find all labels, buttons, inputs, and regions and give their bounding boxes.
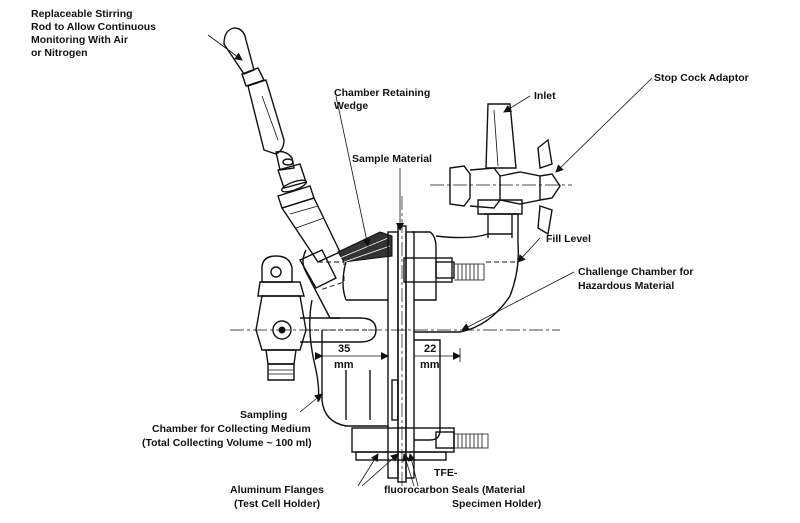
retaining-wedge-drawing: [337, 231, 393, 263]
label-tfe-1: TFE-: [434, 467, 458, 479]
label-stirring-rod-1: Replaceable Stirring: [31, 8, 133, 20]
label-collecting-chamber-2: (Total Collecting Volume ~ 100 ml): [142, 437, 312, 449]
bolts-drawing: [351, 257, 489, 461]
label-inlet: Inlet: [534, 90, 556, 102]
label-stop-cock: Stop Cock Adaptor: [654, 72, 749, 84]
dim-left-value: 35: [338, 343, 350, 355]
label-stirring-rod-4: or Nitrogen: [31, 47, 88, 59]
label-challenge-chamber-2: Hazardous Material: [578, 280, 674, 292]
label-tfe-2: fluorocarbon Seals (Material: [384, 484, 525, 496]
label-retaining-wedge-1: Chamber Retaining: [334, 87, 430, 99]
challenge-chamber-drawing: [414, 199, 523, 333]
stirring-rod-drawing: [223, 27, 315, 209]
label-stirring-rod-2: Rod to Allow Continuous: [31, 21, 156, 33]
dim-right-value: 22: [424, 343, 436, 355]
apparatus-drawing: [223, 27, 572, 492]
label-sample-material: Sample Material: [352, 153, 432, 165]
label-aluminum-flanges-2: (Test Cell Holder): [234, 498, 320, 510]
label-retaining-wedge-2: Wedge: [334, 100, 368, 112]
label-collecting-chamber-1: Chamber for Collecting Medium: [152, 423, 311, 435]
label-aluminum-flanges-1: Aluminum Flanges: [230, 484, 324, 496]
dim-left-unit: mm: [334, 359, 354, 371]
dimension-lines: [315, 348, 461, 362]
label-fill-level: Fill Level: [546, 233, 591, 245]
leader-lines: [207, 34, 653, 487]
angled-tube-drawing: [280, 197, 345, 319]
label-challenge-chamber-1: Challenge Chamber for: [578, 266, 694, 278]
label-tfe-3: Specimen Holder): [452, 498, 541, 510]
dim-right-unit: mm: [420, 359, 440, 371]
label-stirring-rod-3: Monitoring With Air: [31, 34, 128, 46]
label-sampling: Sampling: [240, 409, 287, 421]
stop-cock-drawing: [430, 103, 572, 236]
sampling-port-drawing: [255, 255, 377, 403]
